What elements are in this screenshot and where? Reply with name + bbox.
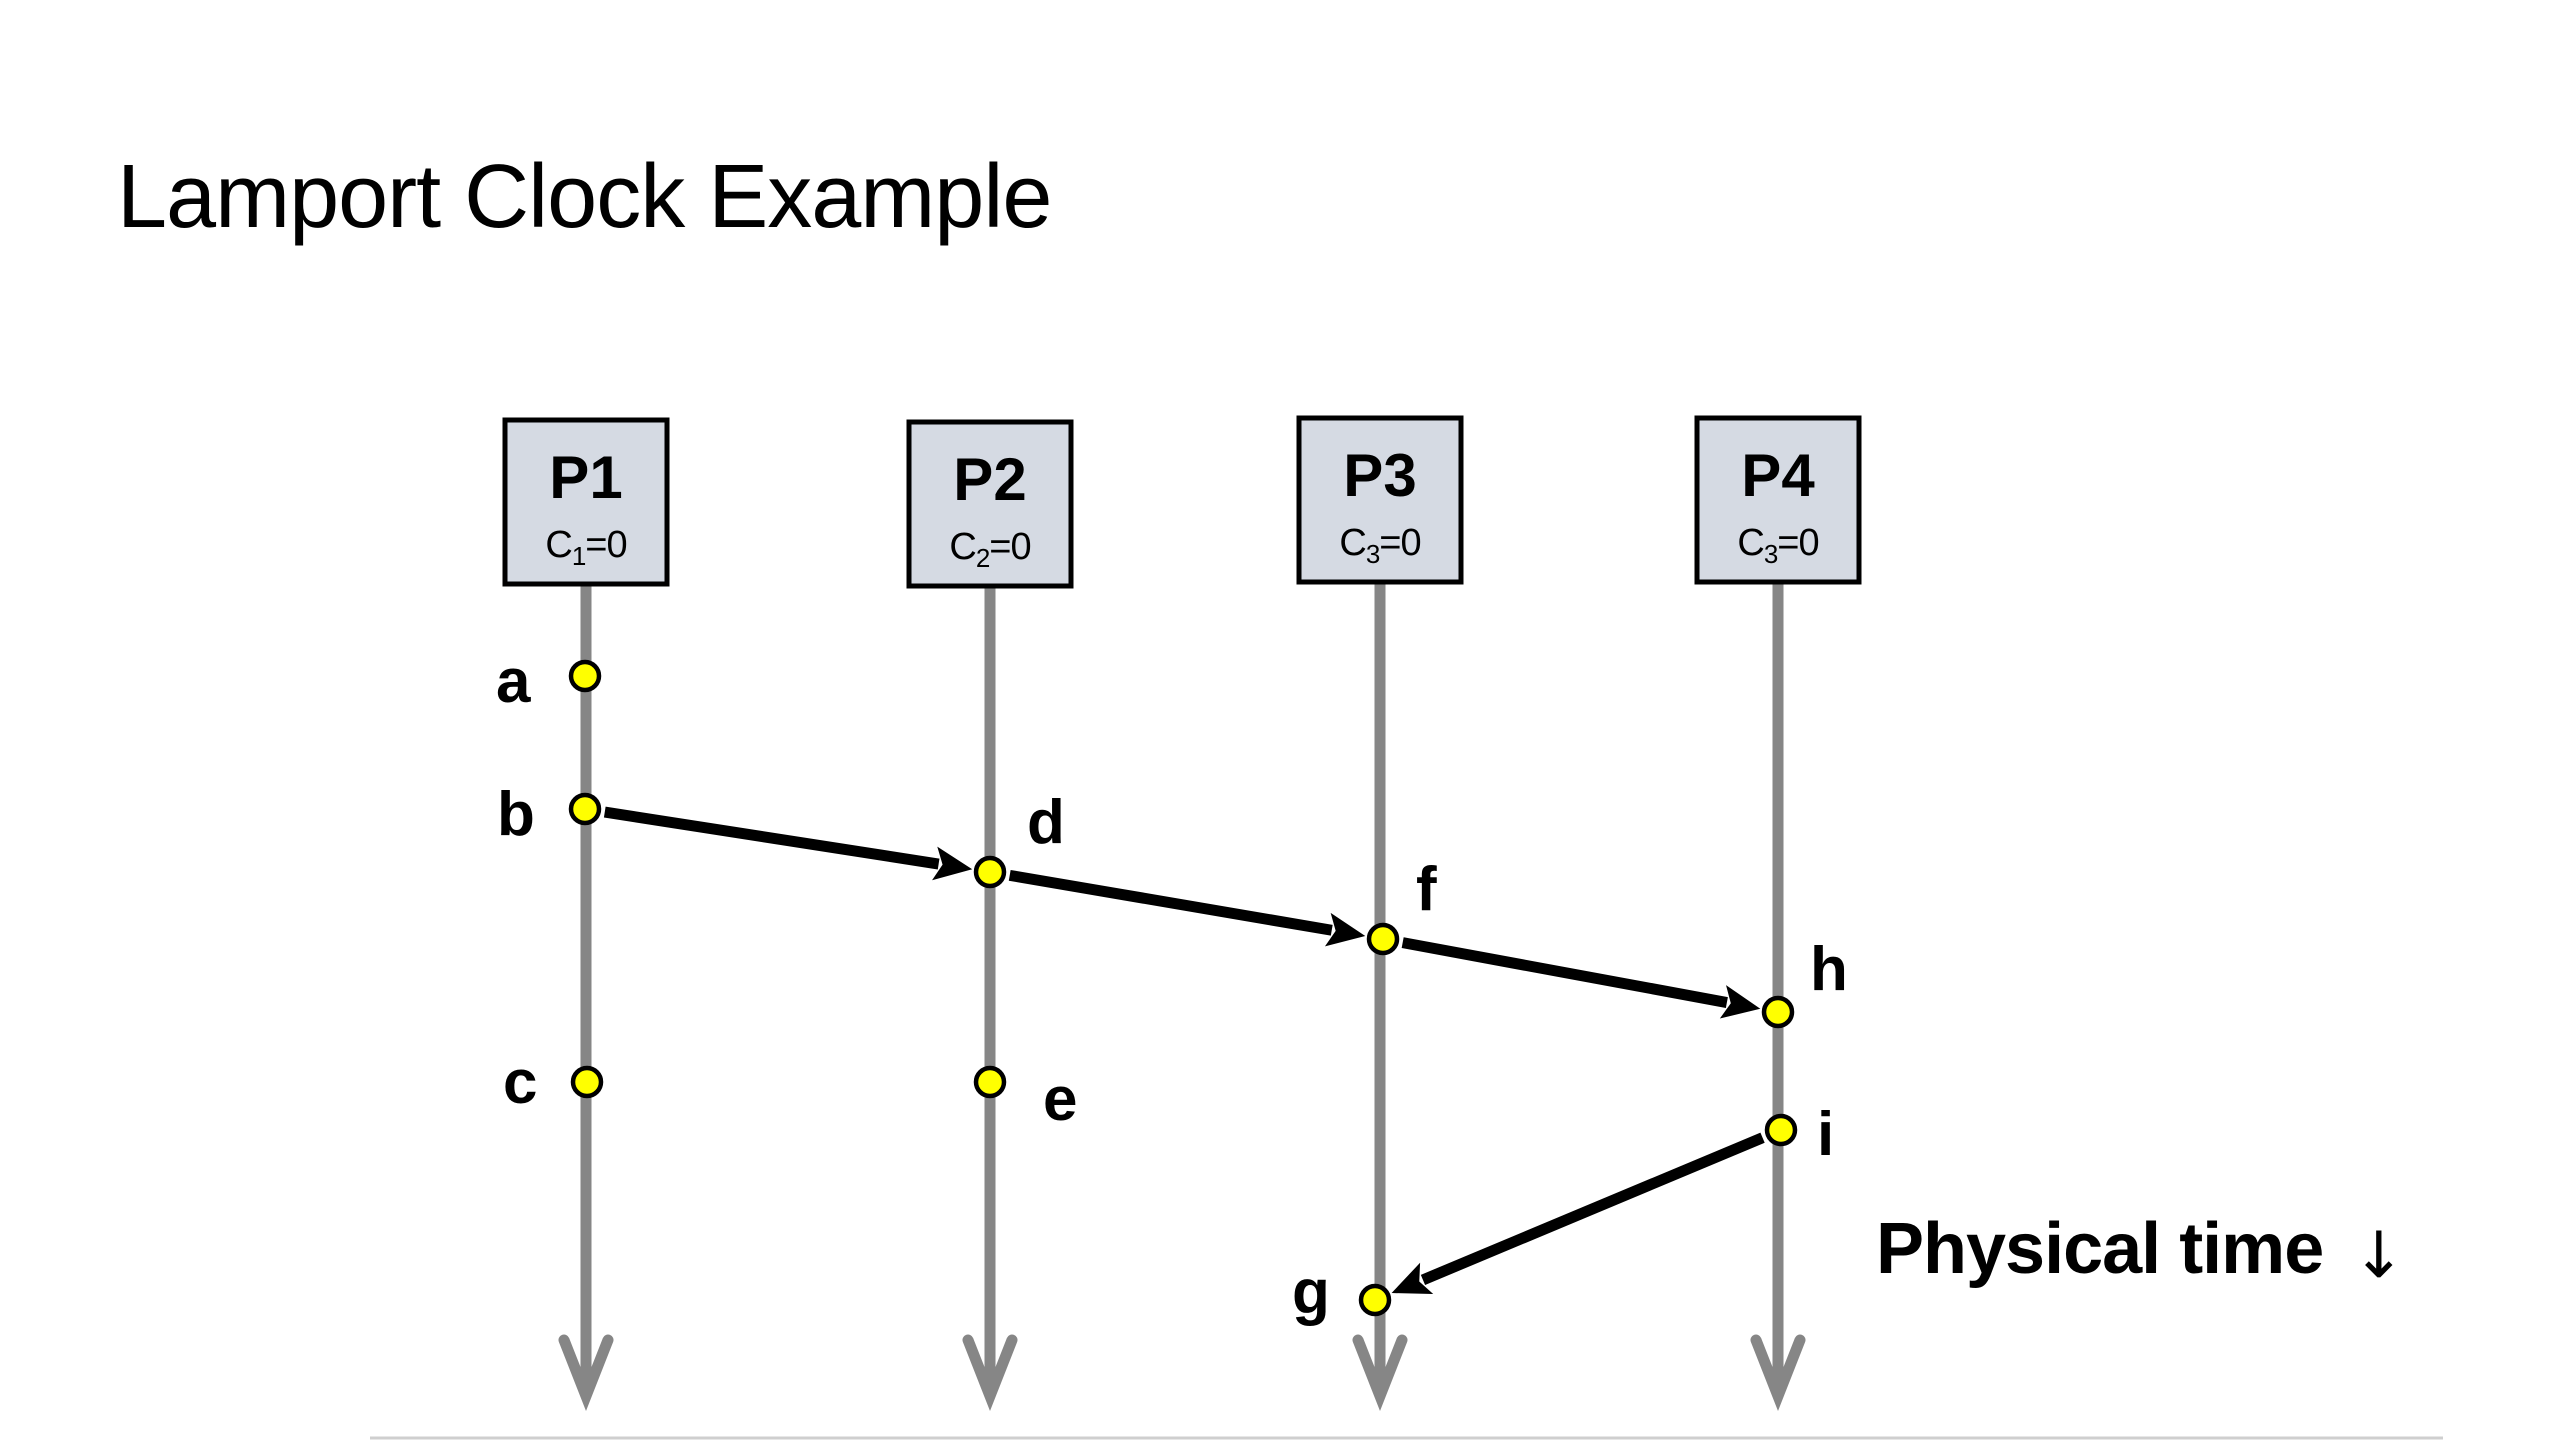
- event-label-i: i: [1817, 1100, 1834, 1169]
- event-label-a: a: [496, 647, 531, 716]
- arrowhead-icon: [1719, 985, 1761, 1019]
- arrowhead-icon: [1391, 1262, 1434, 1295]
- timeline-arrow-icon: [1352, 1334, 1408, 1412]
- process-name: P4: [1741, 442, 1815, 509]
- event-d: [973, 855, 1007, 889]
- timeline-p3: [1352, 582, 1408, 1412]
- clock-var: C: [1339, 522, 1365, 564]
- process-name: P2: [953, 446, 1026, 513]
- physical-time-arrow-icon: ↓: [2352, 1219, 2406, 1293]
- message-d-to-f: [1008, 869, 1366, 947]
- event-label-g: g: [1292, 1258, 1330, 1327]
- clock-var: C: [949, 526, 975, 568]
- event-g: [1358, 1283, 1392, 1317]
- messages: [603, 806, 1765, 1295]
- event-label-f: f: [1416, 855, 1437, 924]
- process-box-frame: [502, 417, 670, 587]
- clock-subscript: 1: [572, 541, 586, 571]
- process-box-frame: [1694, 415, 1862, 585]
- process-clock: C2=0: [949, 526, 1030, 573]
- message-f-to-h: [1401, 937, 1761, 1019]
- clock-value: =0: [1379, 522, 1420, 564]
- event-labels: ab c d e f g h i: [496, 647, 1848, 1327]
- physical-time-label: Physical time: [1876, 1209, 2323, 1289]
- message-line: [603, 806, 940, 870]
- event-label-b: b: [497, 780, 535, 849]
- event-f: [1366, 922, 1400, 956]
- process-name: P3: [1343, 442, 1416, 509]
- clock-value: =0: [1777, 522, 1818, 564]
- clock-subscript: 2: [976, 543, 990, 573]
- clock-var: C: [1737, 522, 1763, 564]
- event-b: [568, 792, 602, 826]
- event-label-c: c: [503, 1048, 537, 1117]
- message-i-to-g: [1391, 1132, 1765, 1295]
- event-label-e: e: [1043, 1065, 1077, 1134]
- physical-time-legend: Physical time ↓: [1876, 1209, 2406, 1293]
- message-line: [1420, 1132, 1765, 1285]
- events: [568, 659, 1798, 1317]
- timeline-p2: [962, 586, 1018, 1412]
- event-c: [570, 1065, 604, 1099]
- event-a: [568, 659, 602, 693]
- clock-value: =0: [989, 526, 1030, 568]
- timeline-arrow-icon: [1750, 1334, 1806, 1412]
- event-h: [1761, 995, 1795, 1029]
- timelines: [558, 582, 1806, 1412]
- message-b-to-d: [603, 806, 973, 881]
- arrowhead-icon: [932, 846, 973, 881]
- event-label-d: d: [1027, 788, 1065, 857]
- timeline-p1: [558, 584, 614, 1412]
- process-name: P1: [549, 444, 622, 511]
- process-box-frame: [1296, 415, 1464, 585]
- clock-value: =0: [585, 524, 626, 566]
- process-box-frame: [906, 419, 1074, 589]
- process-clock: C1=0: [545, 524, 626, 571]
- message-line: [1008, 869, 1333, 936]
- arrowhead-icon: [1324, 912, 1366, 947]
- process-clock: C3=0: [1737, 522, 1818, 569]
- timeline-arrow-icon: [962, 1334, 1018, 1412]
- clock-subscript: 3: [1366, 539, 1380, 569]
- timeline-arrow-icon: [558, 1334, 614, 1412]
- slide-title: Lamport Clock Example: [117, 147, 1052, 247]
- clock-var: C: [545, 524, 571, 566]
- event-e: [973, 1065, 1007, 1099]
- message-line: [1401, 937, 1728, 1008]
- event-label-h: h: [1810, 935, 1848, 1004]
- event-i: [1764, 1113, 1798, 1147]
- process-clock: C3=0: [1339, 522, 1420, 569]
- clock-subscript: 3: [1764, 539, 1778, 569]
- timeline-p4: [1750, 582, 1806, 1412]
